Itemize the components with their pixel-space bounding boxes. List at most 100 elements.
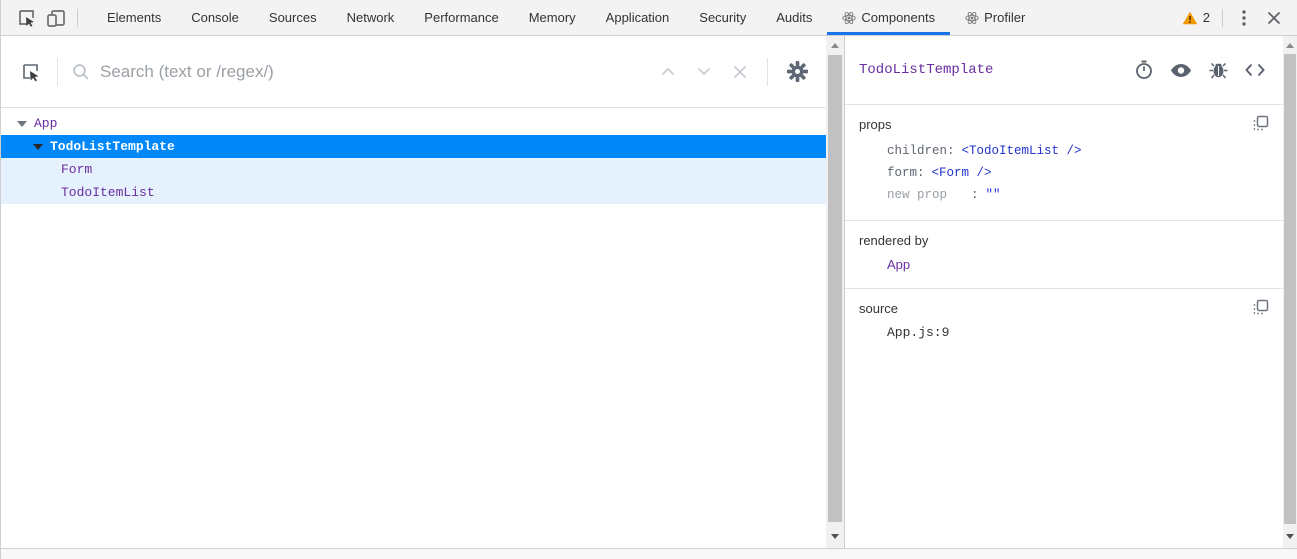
components-tree-panel: App TodoListTemplate Form TodoItemList <box>1 36 826 548</box>
prop-row-form: form: <Form /> <box>859 162 1269 184</box>
props-section: props children: <TodoItemList /> form: <Fo… <box>845 105 1283 221</box>
prop-key: form <box>887 166 918 180</box>
tree-row-form[interactable]: Form <box>1 158 826 181</box>
next-match-icon[interactable] <box>697 67 711 76</box>
search-divider <box>767 57 768 86</box>
tab-application[interactable]: Application <box>591 0 685 35</box>
react-icon <box>965 11 979 25</box>
component-name: TodoListTemplate <box>50 139 175 154</box>
tree-row-todoitemlist[interactable]: TodoItemList <box>1 181 826 204</box>
prop-key: children <box>887 144 948 158</box>
details-toolbar <box>1135 60 1265 80</box>
component-name: TodoItemList <box>61 185 155 200</box>
tab-audits[interactable]: Audits <box>761 0 827 35</box>
tab-label: Application <box>605 10 670 25</box>
toolbar-divider <box>1222 8 1223 27</box>
component-name: Form <box>61 162 93 177</box>
scrollbar-up-icon[interactable] <box>1283 38 1297 53</box>
tab-label: Audits <box>776 10 813 25</box>
inspect-element-icon[interactable] <box>11 0 41 35</box>
selected-component-title: TodoListTemplate <box>859 62 994 78</box>
scrollbar-down-icon[interactable] <box>1283 529 1297 544</box>
tab-label: Elements <box>107 10 162 25</box>
scrollbar-up-icon[interactable] <box>826 38 844 53</box>
search-input[interactable] <box>100 61 661 82</box>
tab-security[interactable]: Security <box>684 0 761 35</box>
source-file-location: App.js:9 <box>887 325 950 340</box>
tab-memory[interactable]: Memory <box>514 0 591 35</box>
tab-elements[interactable]: Elements <box>92 0 176 35</box>
tab-console[interactable]: Console <box>176 0 254 35</box>
search-divider <box>57 57 58 86</box>
tab-label: Network <box>346 10 395 25</box>
prop-row-new-prop: new prop: "" <box>859 184 1269 206</box>
main-area: App TodoListTemplate Form TodoItemList <box>1 36 1297 548</box>
tab-label: Console <box>191 10 239 25</box>
tree-row-todolisttemplate[interactable]: TodoListTemplate <box>1 135 826 158</box>
tree-search-bar <box>1 36 826 108</box>
source-section: source App.js:9 <box>845 289 1283 354</box>
component-name: App <box>34 116 58 131</box>
close-icon[interactable] <box>1259 0 1289 35</box>
tab-label: Profiler <box>984 10 1026 25</box>
expander-arrow-icon[interactable] <box>33 143 43 150</box>
panel-divider[interactable] <box>844 36 845 548</box>
prop-colon: : <box>947 144 955 158</box>
previous-match-icon[interactable] <box>661 67 675 76</box>
tab-label: Memory <box>528 10 576 25</box>
log-debug-bug-icon[interactable] <box>1209 61 1228 80</box>
toolbar-right: 2 <box>1176 0 1297 35</box>
props-section-label: props <box>859 117 892 132</box>
tree-row-app[interactable]: App <box>1 112 826 135</box>
expander-arrow-icon[interactable] <box>17 120 27 127</box>
tab-components[interactable]: Components <box>827 0 951 35</box>
toolbar-divider <box>77 8 78 27</box>
tab-label: Sources <box>268 10 317 25</box>
tree-panel-scrollbar[interactable] <box>826 36 844 548</box>
select-element-icon[interactable] <box>17 36 43 107</box>
new-prop-value-input[interactable]: "" <box>985 188 1001 202</box>
new-prop-key-input[interactable]: new prop <box>887 188 948 202</box>
tab-sources[interactable]: Sources <box>254 0 332 35</box>
view-source-code-icon[interactable] <box>1245 63 1265 77</box>
rendered-by-section: rendered by App <box>845 221 1283 289</box>
settings-gear-icon[interactable] <box>782 36 812 107</box>
scrollbar-thumb[interactable] <box>828 55 842 522</box>
prop-row-children: children: <TodoItemList /> <box>859 140 1269 162</box>
tab-profiler[interactable]: Profiler <box>950 0 1040 35</box>
scrollbar-thumb[interactable] <box>1284 54 1296 524</box>
tab-label: Components <box>861 10 936 25</box>
prop-colon: : <box>917 166 925 180</box>
toolbar-left <box>1 0 84 35</box>
warning-badge[interactable]: 2 <box>1176 10 1216 25</box>
warning-icon <box>1182 11 1198 25</box>
rendered-by-owner-link[interactable]: App <box>887 257 911 272</box>
menu-kebab-icon[interactable] <box>1229 0 1259 35</box>
tab-performance[interactable]: Performance <box>409 0 513 35</box>
rendered-by-list: App <box>859 256 1269 274</box>
prop-value[interactable]: <Form /> <box>931 166 992 180</box>
devtools-toolbar: Elements Console Sources Network Perform… <box>1 0 1297 36</box>
react-icon <box>842 11 857 25</box>
device-toolbar-icon[interactable] <box>41 0 71 35</box>
warning-count: 2 <box>1202 10 1210 25</box>
bottom-edge-strip <box>1 548 1297 559</box>
prop-rows: children:<TodoItemList /> form:<Form /> … <box>859 140 1269 206</box>
component-details-panel: TodoListTemplate <box>845 36 1283 548</box>
source-label: source <box>859 301 899 316</box>
copy-props-icon[interactable] <box>1253 115 1269 131</box>
suspend-stopwatch-icon[interactable] <box>1135 60 1153 80</box>
prop-value[interactable]: <TodoItemList /> <box>961 144 1082 158</box>
search-nav <box>661 65 747 79</box>
scrollbar-down-icon[interactable] <box>826 529 844 544</box>
clear-search-icon[interactable] <box>733 65 747 79</box>
prop-colon: : <box>971 188 979 202</box>
inspect-dom-eye-icon[interactable] <box>1170 63 1192 78</box>
details-panel-scrollbar[interactable] <box>1283 36 1297 548</box>
rendered-by-label: rendered by <box>859 233 929 248</box>
details-header: TodoListTemplate <box>845 36 1283 105</box>
copy-source-icon[interactable] <box>1253 299 1269 315</box>
tab-label: Performance <box>424 10 499 25</box>
tab-network[interactable]: Network <box>332 0 410 35</box>
